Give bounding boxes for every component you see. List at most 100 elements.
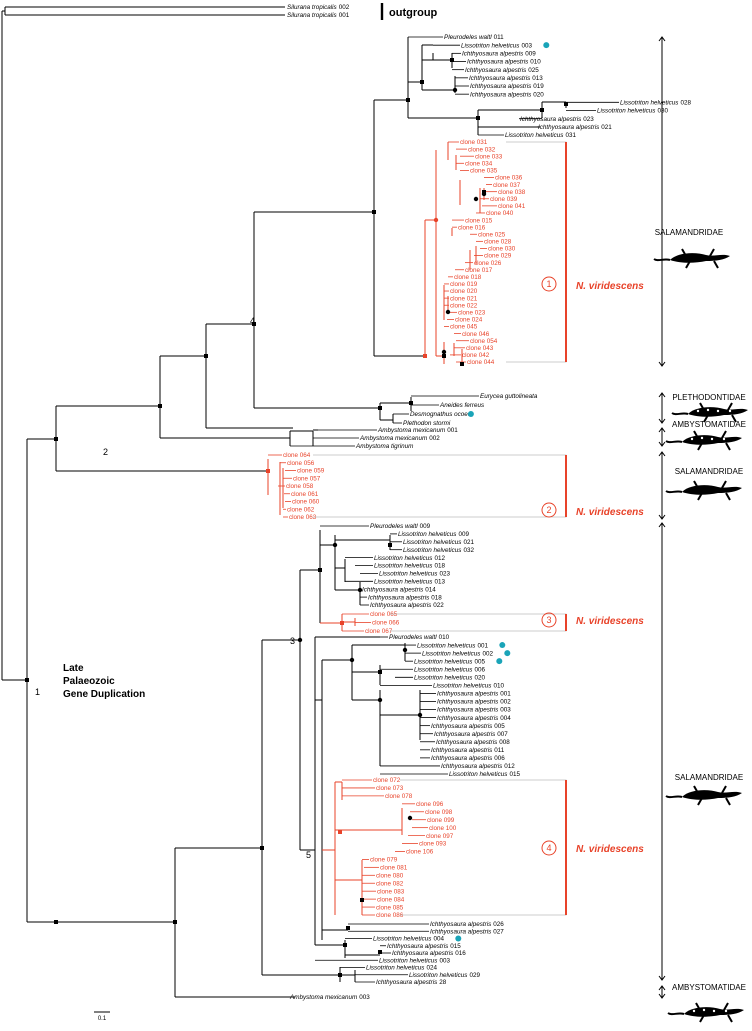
sequence-marker <box>543 42 550 49</box>
clone-label: clone 026 <box>474 260 502 267</box>
leaf-number: 023 <box>583 116 594 123</box>
leaf-number: 010 <box>530 59 541 66</box>
support-square <box>338 830 342 834</box>
plethodontid-icon-spot <box>696 409 700 413</box>
plethodontid-icon-spot <box>716 409 720 413</box>
leaf-number: 009 <box>525 51 536 58</box>
node-label-4: 4 <box>250 316 255 326</box>
leaf-genus: Ichthyosaura alpestris <box>387 943 449 950</box>
support-square <box>388 543 392 547</box>
support-dot <box>473 196 479 202</box>
salamander-icon-tail <box>665 490 683 494</box>
clone-label: clone 096 <box>416 801 444 808</box>
clade-name-3: N. viridescens <box>576 616 644 627</box>
leaf-number: 28 <box>439 979 447 986</box>
leaf-number: 002 <box>339 4 350 11</box>
clade-name-4: N. viridescens <box>576 844 644 855</box>
leaf-genus: Lissotriton helveticus <box>403 547 462 554</box>
support-square <box>173 920 177 924</box>
leaf-number: 001 <box>477 642 488 649</box>
leaf-number: 013 <box>532 75 543 82</box>
clone-label: clone 019 <box>450 281 478 288</box>
clone-label: clone 043 <box>466 345 494 352</box>
family-bracket-plethodontidae-arrow-bottom <box>658 418 666 424</box>
ambystomatid-icon-spot <box>700 436 704 440</box>
node-label-3: 3 <box>290 636 295 646</box>
ambystomatid-icon-legs <box>693 430 731 451</box>
leaf-genus: Lissotriton helveticus <box>597 108 656 115</box>
sequence-marker <box>455 935 462 942</box>
family-label-ambystomatidae-1: AMBYSTOMATIDAE <box>672 420 746 429</box>
leaf-number: 019 <box>533 83 544 90</box>
leaf-genus: Ichthyosaura alpestris <box>362 586 424 593</box>
node-label-2: 2 <box>103 447 108 457</box>
clone-label: clone 062 <box>287 506 315 513</box>
family-bracket-ambystomatidae-1-arrow-top <box>658 427 666 433</box>
leaf-number: 012 <box>504 763 515 770</box>
leaf-genus: Ichthyosaura alpestris <box>441 763 503 770</box>
leaf-genus: Ichthyosaura alpestris <box>430 921 492 928</box>
leaf-number: 002 <box>429 435 440 442</box>
leaf-number: 015 <box>509 771 520 778</box>
leaf-genus: Ichthyosaura alpestris <box>370 602 432 609</box>
leaf-number: 009 <box>458 531 469 538</box>
leaf-number: 030 <box>657 108 668 115</box>
support-dot <box>433 217 439 223</box>
ambystomatid-icon-spot <box>722 437 726 441</box>
support-square <box>340 621 344 625</box>
clade-1-number-circle <box>541 276 557 292</box>
support-square <box>460 362 464 366</box>
leaf-number: 013 <box>434 579 445 586</box>
support-square <box>338 973 342 977</box>
leaf-number: 003 <box>521 42 532 49</box>
family-bracket-salamandridae-1-arrow-top <box>658 36 666 42</box>
family-label-salamandridae-1: SALAMANDRIDAE <box>655 228 723 237</box>
family-label-ambystomatidae-2: AMBYSTOMATIDAE <box>672 983 746 992</box>
clade-name-1: N. viridescens <box>576 281 644 292</box>
leaf-number: 028 <box>680 100 691 107</box>
plethodontid-icon <box>671 402 748 423</box>
ambystomatid-icon-spot <box>712 1009 716 1013</box>
clone-label: clone 044 <box>467 359 495 366</box>
clone-label: clone 025 <box>478 231 506 238</box>
clone-label: clone 034 <box>465 160 493 167</box>
salamander-icon-body <box>682 790 742 800</box>
support-square <box>409 401 413 405</box>
support-square <box>54 920 58 924</box>
leaf-genus: Ichthyosaura alpestris <box>431 723 493 730</box>
clade-number-3: 3 <box>546 615 551 625</box>
leaf-number: 004 <box>500 715 511 722</box>
clone-label: clone 040 <box>486 210 514 217</box>
support-square <box>476 116 480 120</box>
leaf-genus: Ichthyosaura alpestris <box>368 594 430 601</box>
clone-label: clone 060 <box>292 499 320 506</box>
leaf-number: 005 <box>494 723 505 730</box>
leaf-genus: Lissotriton helveticus <box>374 579 433 586</box>
leaf-number: 003 <box>500 707 511 714</box>
leaf-genus: Ichthyosaura alpestris <box>462 51 524 58</box>
leaf-genus: Lissotriton helveticus <box>379 957 438 964</box>
family-bracket-ambystomatidae-2-arrow-bottom <box>658 993 666 999</box>
sequence-marker <box>467 411 474 417</box>
leaf-genus: Ichthyosaura alpestris <box>538 124 600 131</box>
leaf-number: 032 <box>463 547 474 554</box>
leaf-number: 001 <box>339 12 350 19</box>
clade-2-box <box>313 454 567 518</box>
leaf-genus: Lissotriton helveticus <box>409 972 468 979</box>
leaf-genus: Ichthyosaura alpestris <box>470 83 532 90</box>
leaf-genus: Lissotriton helveticus <box>379 571 438 578</box>
support-dot <box>445 309 451 315</box>
